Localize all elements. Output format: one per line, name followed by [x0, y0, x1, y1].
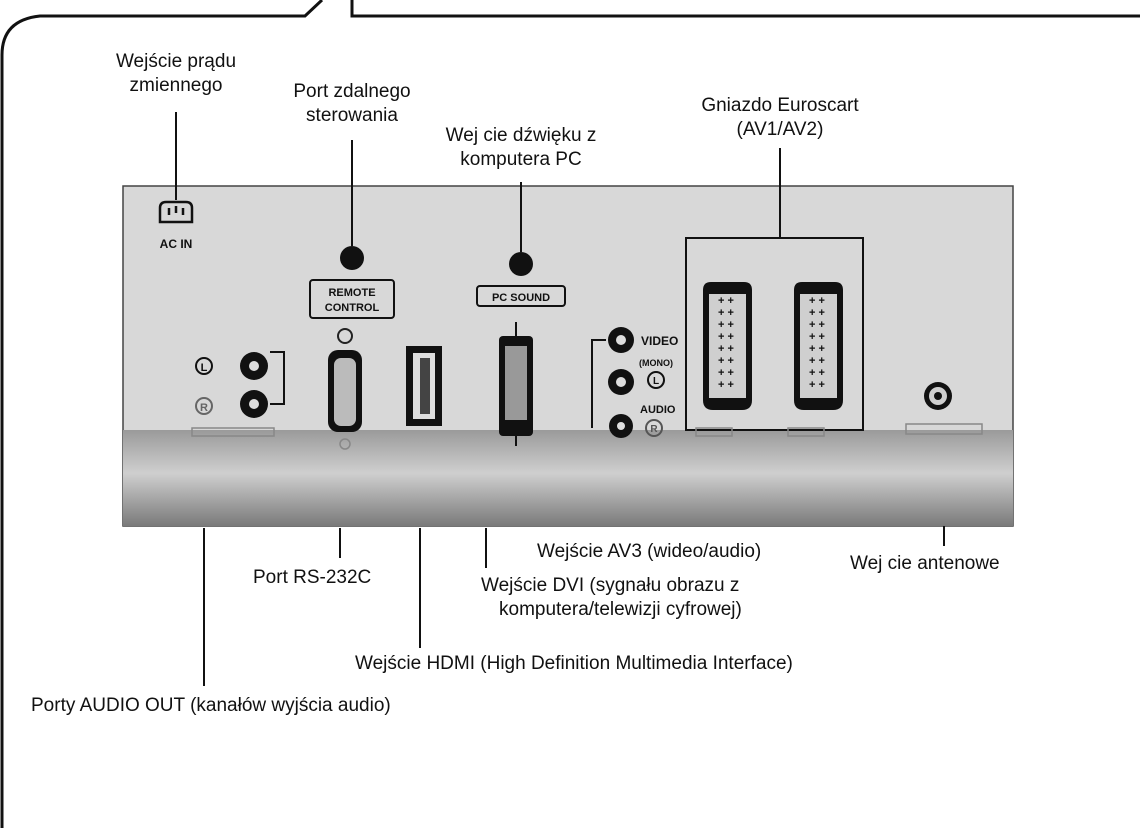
callout-hdmi: Wejście HDMI (High Definition Multimedia…	[355, 653, 793, 674]
callout-dvi-line1: Wejście DVI (sygnału obrazu z	[481, 575, 740, 596]
svg-text:+ +: + +	[718, 307, 734, 319]
av3-group: VIDEO (MONO) L AUDIO R	[591, 327, 678, 438]
svg-text:+ +: + +	[718, 355, 734, 367]
panel-base-strip	[123, 430, 1013, 526]
callout-av3: Wejście AV3 (wideo/audio)	[537, 541, 762, 562]
svg-text:+ +: + +	[718, 295, 734, 307]
callout-pc-sound: Wej cie dźwięku z komputera PC	[411, 124, 631, 172]
leader-lines	[175, 112, 945, 686]
pc-sound-jack	[509, 252, 533, 276]
callout-remote-line2: sterowania	[306, 105, 398, 126]
ac-in-socket-icon	[158, 200, 194, 224]
svg-text:+ +: + +	[718, 367, 734, 379]
av3-right-label: R	[650, 424, 658, 435]
av3-video-label: VIDEO	[641, 334, 678, 348]
svg-text:+ +: + +	[718, 319, 734, 331]
pc-sound-label-box	[476, 285, 566, 307]
callout-antenna: Wej cie antenowe	[850, 553, 1000, 574]
callout-pc-sound-line1: Wej cie dźwięku z	[445, 125, 597, 146]
callout-dvi-line2: komputera/telewizji cyfrowej)	[499, 599, 742, 620]
remote-label-line1: REMOTE	[328, 287, 375, 299]
svg-text:+ +: + +	[809, 355, 825, 367]
remote-label-line2: CONTROL	[325, 302, 380, 314]
remote-control-jack	[340, 246, 364, 270]
av3-mono-label: (MONO)	[639, 358, 673, 368]
svg-text:+ +: + +	[809, 331, 825, 343]
svg-text:+ +: + +	[809, 319, 825, 331]
svg-text:+ +: + +	[809, 379, 825, 391]
ac-in-label: AC IN	[160, 237, 193, 251]
remote-control-label-box	[309, 279, 395, 319]
svg-text:+ +: + +	[809, 343, 825, 355]
audio-out-right-label: R	[200, 402, 208, 414]
tv-back-panel	[122, 185, 1014, 527]
pc-sound-label: PC SOUND	[492, 292, 550, 304]
audio-out-left-label: L	[201, 362, 208, 374]
callout-dvi: Wejście DVI (sygnału obrazu z komputera/…	[481, 574, 742, 622]
callout-rs232: Port RS-232C	[253, 567, 372, 588]
euroscart-group: + ++ ++ + + ++ ++ + + ++ + + ++ ++ + + +…	[685, 237, 864, 437]
svg-text:+ +: + +	[718, 331, 734, 343]
callout-pc-sound-line2: komputera PC	[460, 149, 582, 170]
svg-text:+ +: + +	[718, 343, 734, 355]
hdmi-port	[406, 346, 442, 426]
callout-audio-out: Porty AUDIO OUT (kanałów wyjścia audio)	[31, 695, 391, 716]
audio-out-group: L R	[191, 351, 285, 437]
svg-text:+ +: + +	[718, 379, 734, 391]
callout-ac-power-line2: zmiennego	[129, 75, 223, 96]
callout-euroscart-line2: (AV1/AV2)	[736, 119, 824, 140]
av3-left-label: L	[653, 376, 659, 387]
av3-audio-label: AUDIO	[640, 404, 676, 416]
antenna-input	[905, 382, 983, 435]
svg-text:+ +: + +	[809, 295, 825, 307]
callout-ac-power-line1: Wejście prądu	[115, 51, 237, 72]
rs232c-port	[328, 328, 362, 450]
callout-euroscart-line1: Gniazdo Euroscart	[701, 95, 859, 116]
svg-text:+ +: + +	[809, 307, 825, 319]
dvi-port	[499, 322, 533, 446]
callout-ac-power: Wejście prądu zmiennego	[86, 50, 266, 98]
svg-text:+ +: + +	[809, 367, 825, 379]
callout-remote: Port zdalnego sterowania	[262, 80, 442, 128]
callout-euroscart: Gniazdo Euroscart (AV1/AV2)	[670, 94, 890, 142]
callout-remote-line1: Port zdalnego	[293, 81, 411, 102]
